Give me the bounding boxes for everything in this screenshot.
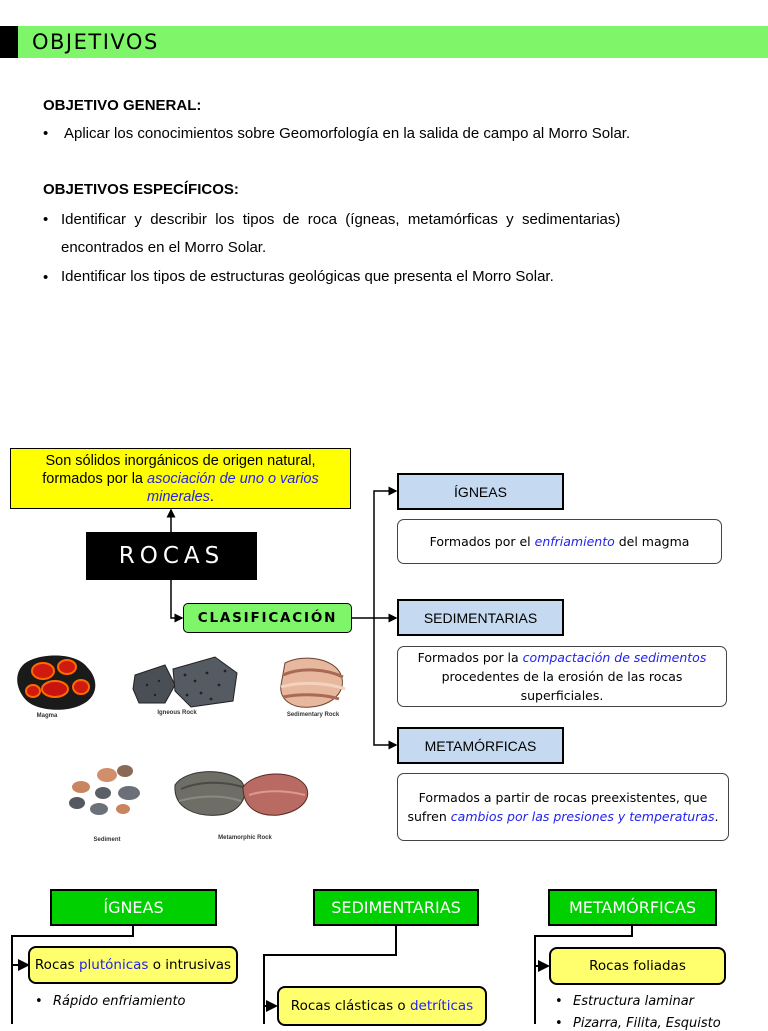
page-title: OBJETIVOS: [32, 30, 159, 54]
rocas-plutonicas-box: Rocas plutónicas o intrusivas: [28, 946, 238, 984]
igneous-rock-icon: [132, 656, 238, 708]
type-metamorficas-box: METAMÓRFICAS: [397, 727, 564, 764]
sub-text: Rocas clásticas o: [290, 998, 410, 1014]
sediment-label: Sediment: [93, 837, 120, 843]
header-accent-mark: [0, 26, 18, 58]
sedimentary-rock-label: Sedimentary Rock: [287, 712, 340, 718]
objetivos-especificos-heading: OBJETIVOS ESPECÍFICOS:: [43, 181, 239, 198]
rock-cycle-illustrations: Magma Igneous Rock Sedimentary Rock Sedi…: [15, 645, 350, 845]
bottom-metamorficas-title: METAMÓRFICAS: [548, 889, 717, 926]
objetivo-general-heading: OBJETIVO GENERAL:: [43, 97, 202, 114]
definition-end: .: [209, 488, 214, 505]
rocas-foliadas-box: Rocas foliadas: [549, 947, 726, 985]
desc-text: Formados por la: [417, 650, 519, 665]
sub-highlight: plutónicas: [78, 957, 149, 973]
bullet-icon: •: [43, 269, 49, 286]
sub-text: Rocas: [34, 957, 79, 973]
type-sedimentarias-description: Formados por la compactación de sediment…: [397, 646, 727, 707]
bullet-icon: •: [555, 994, 563, 1009]
metamorphic-rock-icon: [174, 771, 309, 816]
desc-highlight: enfriamiento: [534, 534, 615, 549]
objetivo-especifico-item-2: Identificar los tipos de estructuras geo…: [61, 268, 554, 285]
desc-highlight: cambios por las presiones y temperaturas: [450, 809, 715, 824]
desc-text: del magma: [618, 534, 690, 549]
bullet-icon: •: [43, 211, 49, 228]
objetivo-especifico-item-1-line-1: Identificar y describir los tipos de roc…: [61, 211, 621, 228]
type-metamorficas-description: Formados a partir de rocas preexistentes…: [397, 773, 729, 841]
sedimentary-rock-icon: [280, 657, 346, 708]
rocas-box: ROCAS: [86, 532, 257, 580]
bottom-sedimentarias-title: SEDIMENTARIAS: [313, 889, 479, 926]
igneas-bullet: Rápido enfriamiento: [53, 994, 186, 1009]
clasificacion-box: CLASIFICACIÓN: [183, 603, 352, 633]
definition-text: Son sólidos inorgánicos de origen natura…: [42, 452, 316, 487]
desc-text: .: [714, 809, 719, 824]
desc-highlight: compactación de sedimentos: [522, 650, 707, 665]
metamorphic-rock-label: Metamorphic Rock: [218, 835, 272, 841]
magma-icon: [17, 655, 96, 710]
bottom-igneas-title: ÍGNEAS: [50, 889, 217, 926]
objetivo-especifico-item-1-line-2: encontrados en el Morro Solar.: [61, 239, 267, 256]
desc-text: procedentes de la erosión de las rocas s…: [441, 669, 683, 703]
header-bar: [18, 26, 768, 58]
sediment-icon: [69, 765, 140, 815]
rocas-clasticas-box: Rocas clásticas o detríticas: [277, 986, 487, 1026]
sub-text: o intrusivas: [148, 957, 232, 973]
bullet-icon: •: [43, 125, 49, 142]
igneous-rock-label: Igneous Rock: [157, 710, 197, 716]
rocas-definition-box: Son sólidos inorgánicos de origen natura…: [10, 448, 351, 509]
type-sedimentarias-box: SEDIMENTARIAS: [397, 599, 564, 636]
magma-label: Magma: [37, 713, 58, 719]
sub-highlight: detríticas: [409, 998, 474, 1014]
definition-highlight: asociación de uno o varios minerales: [147, 470, 319, 505]
metamorficas-bullet-1: Estructura laminar: [573, 994, 694, 1009]
desc-text: Formados por el: [429, 534, 531, 549]
type-igneas-box: ÍGNEAS: [397, 473, 564, 510]
desc-text: Formados a partir de rocas preexistentes…: [407, 790, 708, 824]
type-igneas-description: Formados por el enfriamiento del magma: [397, 519, 722, 564]
bullet-icon: •: [35, 994, 43, 1009]
objetivo-general-item: Aplicar los conocimientos sobre Geomorfo…: [64, 125, 631, 142]
